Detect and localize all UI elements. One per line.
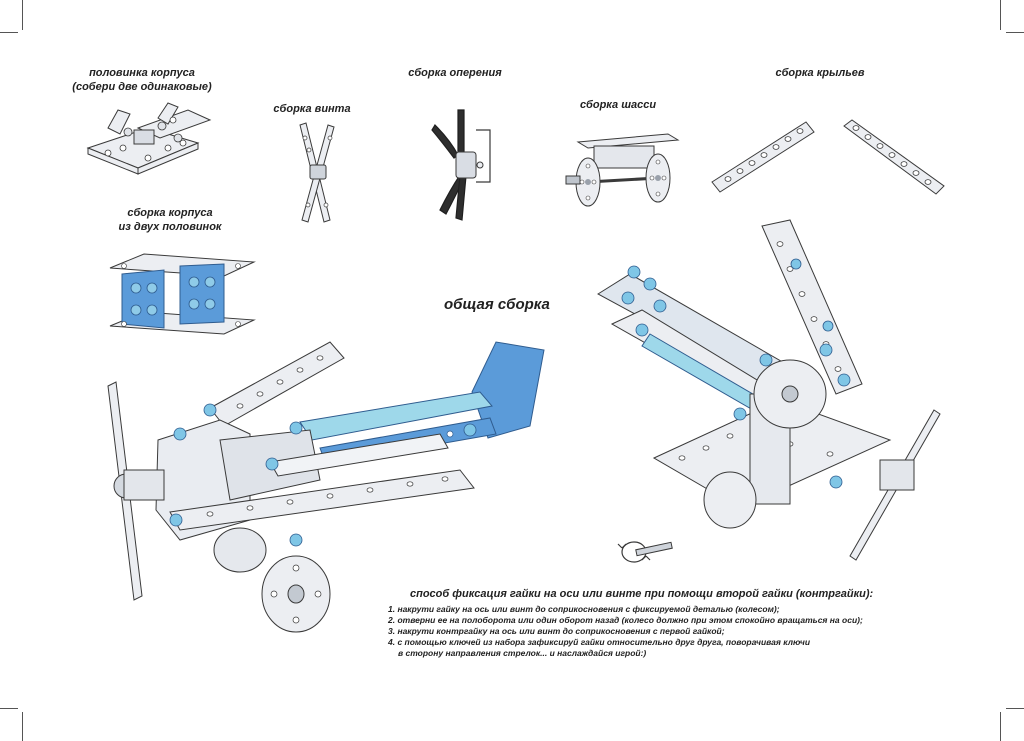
wing-right-drawing [843,119,945,195]
instruction-step: 4. с помощью ключей из набора зафиксируй… [388,637,811,647]
crop-mark [1000,0,1001,30]
crop-mark [1000,712,1001,741]
label-propeller: сборка винта [273,103,351,115]
propeller-drawing [299,122,335,223]
instruction-step: 1. накрути гайку на ось или винт до сопр… [388,604,780,614]
label-wings: сборка крыльев [775,67,865,79]
label-line: (собери две одинаковые) [72,81,212,93]
crop-mark [22,712,23,741]
chassis-drawing [565,133,680,207]
tail-drawing [431,109,491,221]
crop-mark [0,708,18,709]
label-hull: сборка корпуса из двух половинок [100,206,240,234]
wing-left-drawing [711,121,815,193]
instruction-step: 2. отверни ее на полоборота или один обо… [388,615,863,625]
general-assembly-title: общая сборка [444,296,550,313]
instructions-title: способ фиксация гайки на оси или винте п… [410,588,874,600]
hull-half-drawing [86,102,212,175]
instruction-step: 3. накрути контргайку на ось или винт до… [388,626,725,636]
label-line: половинка корпуса [89,67,195,79]
airplane-left-drawing [107,341,545,633]
crop-mark [22,0,23,30]
airplane-right-drawing [597,219,941,561]
crop-mark [1006,32,1024,33]
instruction-step: в сторону направления стрелок... и насла… [398,648,647,658]
label-hull-half: половинка корпуса (собери две одинаковые… [62,66,222,94]
label-line: из двух половинок [118,221,222,233]
instructions-steps: 1. накрути гайку на ось или винт до сопр… [388,604,863,659]
label-tail: сборка оперения [408,67,502,79]
crop-mark [0,32,18,33]
wrench-rotation-icon [617,541,673,563]
hull-assembly-drawing [109,253,256,335]
label-line: сборка корпуса [127,207,213,219]
label-chassis: сборка шасси [579,99,657,111]
crop-mark [1006,708,1024,709]
